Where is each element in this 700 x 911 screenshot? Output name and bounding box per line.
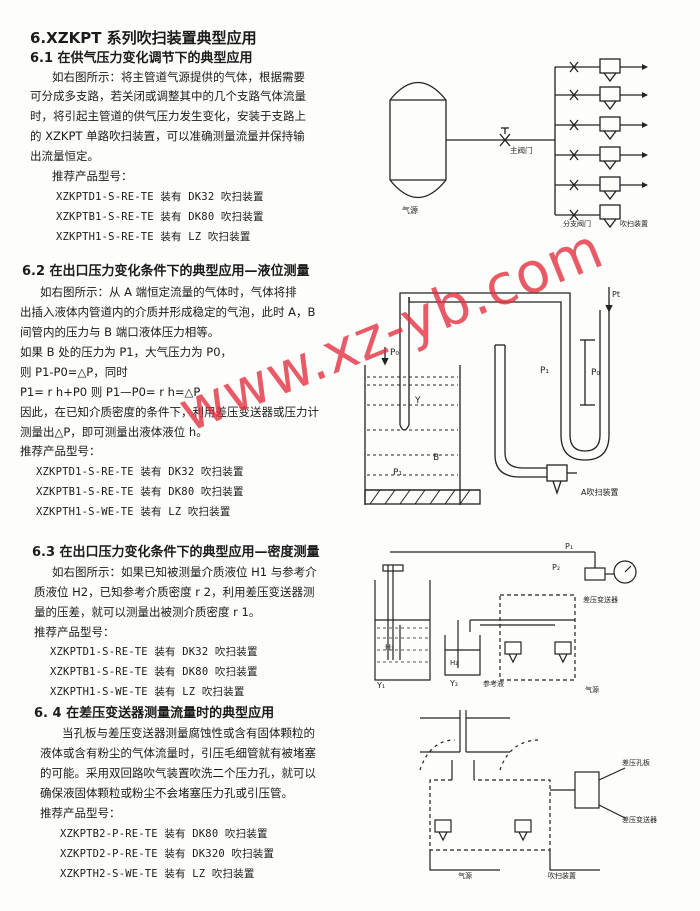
s1-recommend: 推荐产品型号： xyxy=(52,169,133,183)
purge-device-icons xyxy=(599,58,621,229)
s1-line: 出流量恒定。 xyxy=(30,149,99,163)
s4-model: XZKPTD2-P-RE-TE 装有 DK320 吹扫装置 xyxy=(60,848,275,860)
h2-label: H₂ xyxy=(450,659,458,667)
b-label: B xyxy=(433,453,439,463)
y1-label: Y₁ xyxy=(376,681,385,690)
source-label: 气源 xyxy=(585,685,599,694)
y-label: Y xyxy=(414,396,421,406)
page-title: 6.XZKPT 系列吹扫装置典型应用 xyxy=(30,29,257,47)
orifice-pipe xyxy=(420,710,510,753)
section-heading-6-4: 6. 4 在差压变送器测量流量时的典型应用 xyxy=(34,706,275,721)
s2-line: 如果 B 处的压力为 P1，大气压力为 P0， xyxy=(20,345,233,359)
outlet-arrows xyxy=(620,64,648,188)
s2-line: P1= r h+P0 则 P1—P0= r h=△P xyxy=(20,385,201,399)
y2-label: Y₂ xyxy=(449,679,458,688)
s4-line: 确保液固体颗粒或粉尘不会堵塞压力孔或引压管。 xyxy=(40,786,293,800)
liquid-surface xyxy=(367,376,458,476)
s4-line: 液体或含有粉尘的气体流量时，引压毛细管就有被堵塞 xyxy=(40,746,316,760)
s3-line: 量的压差，就可以测量出被测介质密度 r 1。 xyxy=(34,605,261,619)
a-purge-label: A吹扫装置 xyxy=(581,487,618,497)
liquid-tank xyxy=(364,365,481,505)
s3-line: 如右图所示：如果已知被测量介质液位 H1 与参考介 xyxy=(52,565,317,579)
s1-model: XZKPTB1-S-RE-TE 装有 DK80 吹扫装置 xyxy=(56,211,264,223)
tank-1 xyxy=(374,564,431,681)
source-label: 气源 xyxy=(458,871,472,880)
branch-lines xyxy=(555,66,600,216)
section-heading-6-2: 6.2 在出口压力变化条件下的典型应用—液位测量 xyxy=(22,264,310,279)
s1-line: 的 XZKPT 单路吹扫装置，可以准确测量流量并保持输 xyxy=(30,129,305,143)
branch-valve-label: 分支阀门 xyxy=(563,219,591,228)
s2-line: 出插入液体内管道内的介质并形成稳定的气泡，此时 A，B xyxy=(20,305,316,319)
arc-dashes xyxy=(419,739,541,771)
s3-model: XZKPTH1-S-WE-TE 装有 LZ 吹扫装置 xyxy=(50,686,245,698)
purge-device-label: 吹扫装置 xyxy=(620,219,648,228)
gas-tank xyxy=(389,82,447,198)
purge-device-icons xyxy=(504,641,572,664)
diagram-flow-measurement: 差压孔板 差压变送器 气源 吹扫装置 xyxy=(419,710,657,880)
s1-line: 时，将引起主管道的供气压力发生变化，安装于支路上 xyxy=(30,109,306,123)
diagram-level-measurement: P₀ P₀ P₁ Pt Y B P₁ A吹扫装置 xyxy=(364,287,620,505)
s4-recommend: 推荐产品型号： xyxy=(40,806,121,820)
purge-label: 吹扫装置 xyxy=(548,871,576,880)
main-valve-icon xyxy=(499,127,511,147)
s4-line: 的可能。采用双回路吹气装置吹洗二个压力孔，就可以 xyxy=(40,766,316,780)
reference-label: 参考液 xyxy=(483,679,504,688)
s1-model: XZKPTD1-S-RE-TE 装有 DK32 吹扫装置 xyxy=(56,191,264,203)
orifice-label: 差压孔板 xyxy=(622,758,650,767)
main-valve-label: 主阀门 xyxy=(510,145,533,155)
s2-line: 如右图所示：从 A 端恒定流量的气体时，气体将排 xyxy=(40,285,297,299)
s3-line: 质液位 H2，已知参考介质密度 r 2，利用差压变送器测 xyxy=(34,585,315,599)
s4-model: XZKPTB2-P-RE-TE 装有 DK80 吹扫装置 xyxy=(60,828,268,840)
h1-label: H₁ xyxy=(385,643,394,652)
s1-line: 如右图所示：将主管道气源提供的气体，根据需要 xyxy=(52,70,305,84)
pt-label: Pt xyxy=(612,290,620,299)
a-purge-device-icon xyxy=(546,464,577,496)
s2-recommend: 推荐产品型号： xyxy=(20,444,101,458)
s4-model: XZKPTH2-S-WE-TE 装有 LZ 吹扫装置 xyxy=(60,868,255,880)
diagram-density-measurement: 差压变送器 P₁ P₂ H₁ Y₁ H₂ Y₂ 参考液 气源 xyxy=(374,542,637,694)
s1-model: XZKPTH1-S-RE-TE 装有 LZ 吹扫装置 xyxy=(56,231,251,243)
s3-model: XZKPTD1-S-RE-TE 装有 DK32 吹扫装置 xyxy=(50,646,258,658)
tank-label: 气源 xyxy=(402,205,418,215)
tank-2 xyxy=(444,620,481,676)
transmitter-icon xyxy=(584,560,637,584)
s3-recommend: 推荐产品型号： xyxy=(34,625,115,639)
s4-line: 当孔板与差压变送器测量腐蚀性或含有固体颗粒的 xyxy=(62,726,315,740)
s2-model: XZKPTH1-S-WE-TE 装有 LZ 吹扫装置 xyxy=(36,506,231,518)
section-heading-6-3: 6.3 在出口压力变化条件下的典型应用—密度测量 xyxy=(32,545,320,560)
s2-model: XZKPTD1-S-RE-TE 装有 DK32 吹扫装置 xyxy=(36,466,244,478)
p0-right-label: P₀ xyxy=(591,368,600,378)
transmitter-label: 差压变送器 xyxy=(622,815,657,824)
s2-line: 则 P1-P0=△P，同时 xyxy=(20,365,128,379)
s2-line: 因此，在已知介质密度的条件下，利用差压变送器或压力计 xyxy=(20,405,319,419)
p1-tank-label: P₁ xyxy=(393,468,402,478)
diagram-supply-pressure: 气源 主阀门 分支阀门 吹扫装置 xyxy=(389,58,648,229)
s1-line: 可分成多支路，若关闭或调整其中的几个支路气体流量 xyxy=(30,89,306,103)
s2-line: 间管内的压力与 B 端口液体压力相等。 xyxy=(20,325,220,339)
p0-left-label: P₀ xyxy=(390,348,399,358)
transmitter-label: 差压变送器 xyxy=(583,595,618,604)
s3-model: XZKPTB1-S-RE-TE 装有 DK80 吹扫装置 xyxy=(50,666,258,678)
section-heading-6-1: 6.1 在供气压力变化调节下的典型应用 xyxy=(30,51,253,66)
s2-model: XZKPTB1-S-RE-TE 装有 DK80 吹扫装置 xyxy=(36,486,244,498)
branch-valve-icons xyxy=(569,61,579,221)
s2-line: 测量出△P，即可测量出液体液位 h。 xyxy=(20,425,208,439)
p1-utube-label: P₁ xyxy=(540,366,549,376)
purge-device-icons xyxy=(434,819,532,842)
p1-label: P₁ xyxy=(565,542,573,551)
p2-label: P₂ xyxy=(552,563,560,572)
